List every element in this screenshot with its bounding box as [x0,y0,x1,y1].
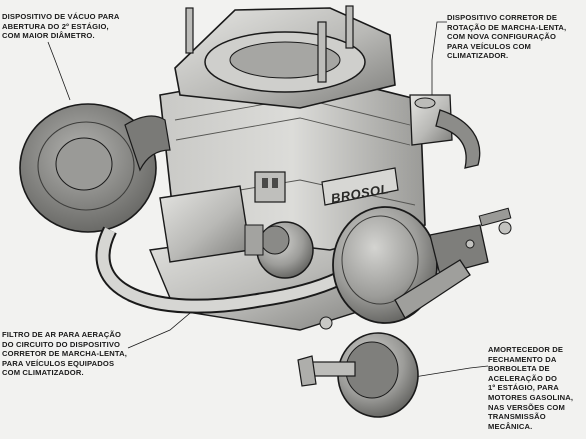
leader-line-vacuum [47,41,71,101]
air-horn-inner [229,41,341,79]
stud-center [317,21,327,83]
leader-lines [47,21,489,379]
callout-vacuum-device: DISPOSITIVO DE VÁCUO PARA ABERTURA DO 2º… [2,12,120,41]
idle-corrector-device [409,94,481,169]
callout-damper: AMORTECEDOR DE FECHAMENTO DA BORBOLETA D… [488,345,574,431]
callout-idle-corrector: DISPOSITIVO CORRETOR DE ROTAÇÃO DE MARCH… [447,13,567,61]
vacuum-device [19,103,171,233]
callout-air-filter: FILTRO DE AR PARA AERAÇÃO DO CIRCUITO DO… [2,330,127,378]
leader-line-damper [407,365,489,379]
mounting-studs [185,5,354,83]
air-filter-device [244,221,314,279]
damper-device [297,316,419,418]
leader-line-idle-corrector [431,21,447,100]
stud-right [345,5,354,49]
throttle-lever [394,259,471,319]
stud-left [185,7,194,54]
